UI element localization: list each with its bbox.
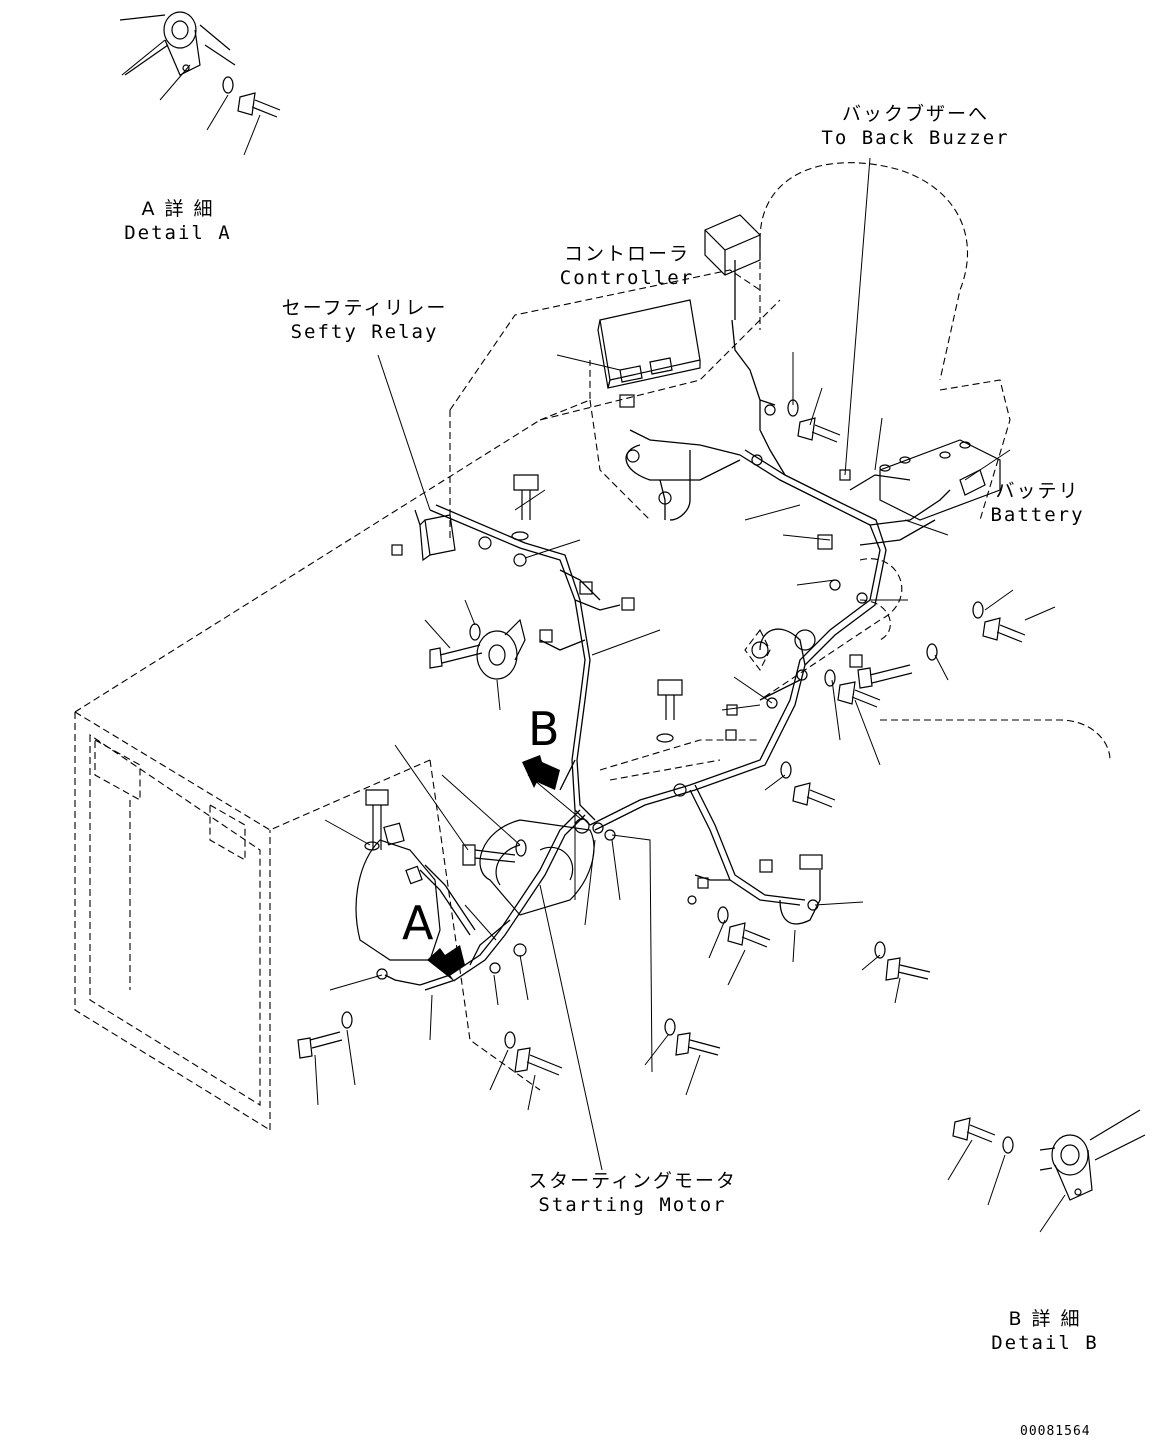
- starting-motor-label-jp: スターティングモータ: [528, 1170, 737, 1192]
- detail-a-clamp: [119, 11, 236, 76]
- leader-lines: [121, 39, 1066, 1233]
- view-arrows: [427, 755, 560, 982]
- safety-relay-label-jp: セーフティリレー: [281, 297, 448, 319]
- safety-relay-unit: [414, 509, 456, 562]
- detail-b-label-jp: B 詳 細: [1008, 1308, 1082, 1330]
- safety-relay-label-en: Sefty Relay: [290, 320, 439, 343]
- starting-motor-label: スターティングモータ Starting Motor: [520, 1170, 745, 1218]
- starting-motor-unit: [355, 819, 595, 961]
- safety-relay-label: セーフティリレー Sefty Relay: [277, 297, 452, 345]
- harness-main: [384, 260, 951, 991]
- controller-label: コントローラ Controller: [552, 243, 702, 291]
- machine-body-outline: [74, 162, 1111, 1131]
- detail-a-label: A 詳 細 Detail A: [118, 198, 238, 246]
- drawing-number: 00081564: [1020, 1424, 1091, 1439]
- detail-b-clamp: [1039, 1109, 1146, 1201]
- battery-label-en: Battery: [990, 503, 1085, 526]
- detail-a-label-jp: A 詳 細: [141, 198, 215, 220]
- view-marker-a: A: [402, 896, 434, 950]
- back-buzzer-unit: [704, 214, 761, 276]
- controller-unit: [597, 299, 701, 389]
- back-buzzer-label: バックブザーへ To Back Buzzer: [818, 103, 1013, 151]
- washers: [222, 76, 1014, 1154]
- starting-motor-label-en: Starting Motor: [538, 1193, 727, 1216]
- detail-a-label-en: Detail A: [124, 221, 232, 244]
- view-marker-b: B: [528, 702, 560, 756]
- bolts: [237, 92, 1026, 1143]
- back-buzzer-label-en: To Back Buzzer: [821, 126, 1010, 149]
- controller-label-jp: コントローラ: [563, 243, 690, 265]
- controller-label-en: Controller: [559, 266, 695, 289]
- battery-terminals: [879, 439, 1001, 521]
- back-buzzer-label-jp: バックブザーへ: [841, 103, 989, 125]
- detail-b-label-en: Detail B: [991, 1331, 1099, 1354]
- detail-b-label: B 詳 細 Detail B: [985, 1308, 1105, 1356]
- connectors: [383, 394, 863, 889]
- battery-label: バッテリ Battery: [985, 480, 1090, 528]
- battery-label-jp: バッテリ: [995, 480, 1080, 502]
- horn-unit: [476, 618, 526, 680]
